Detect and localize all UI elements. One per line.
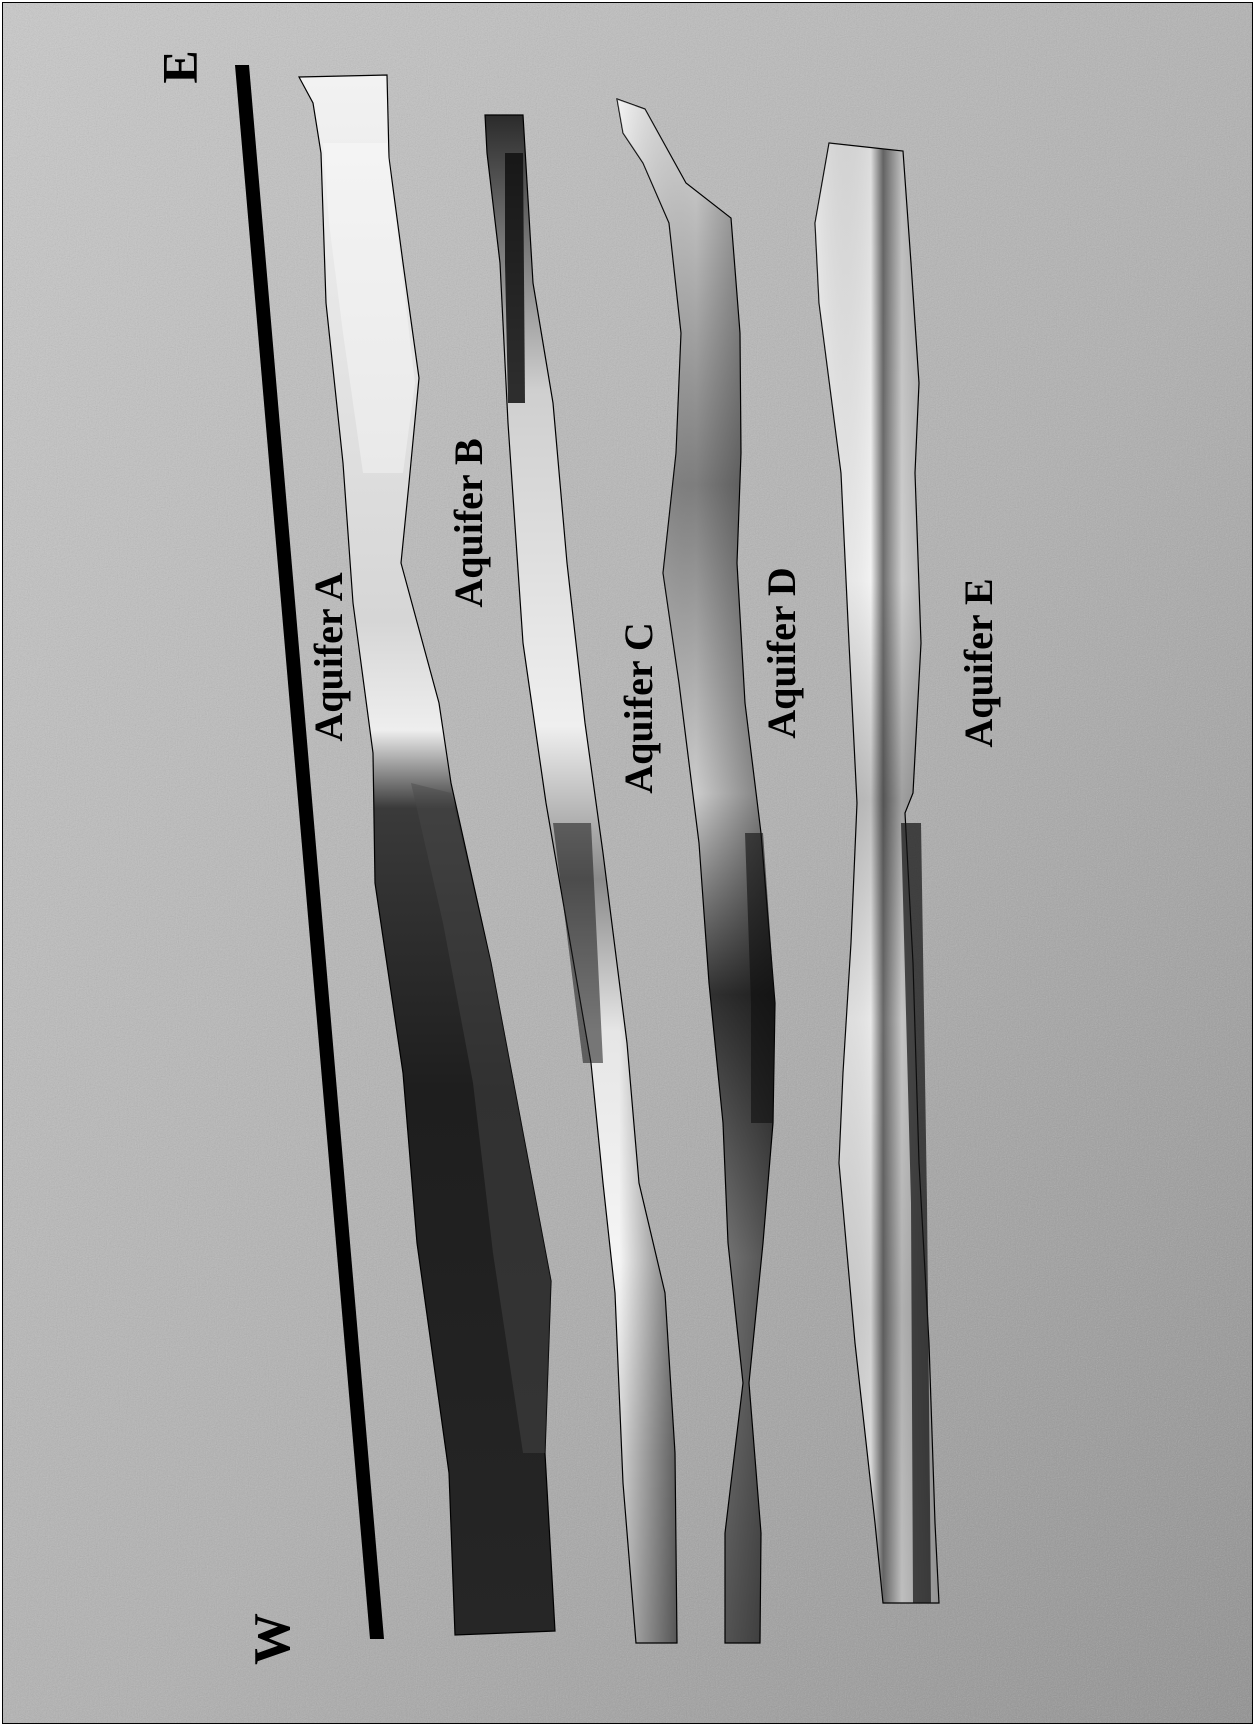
label-aquifer-e: Aquifer E [956,578,1001,747]
label-aquifer-b-text: Aquifer B [446,438,491,607]
label-aquifer-b: Aquifer B [446,438,491,607]
label-aquifer-e-text: Aquifer E [956,578,1001,747]
label-aquifer-a-text: Aquifer A [306,572,351,741]
label-aquifer-d-text: Aquifer D [759,567,804,738]
label-west-text: W [244,1613,301,1665]
label-aquifer-a: Aquifer A [306,572,351,741]
label-aquifer-c-text: Aquifer C [616,622,661,793]
label-aquifer-d: Aquifer D [759,567,804,738]
label-aquifer-c: Aquifer C [616,622,661,793]
label-east-text: E [151,50,207,83]
cross-section-figure: E W Aquifer A Aquifer B Aquifer C Aquife… [3,3,1253,1724]
label-west: W [244,1613,301,1665]
label-east: E [151,50,207,83]
